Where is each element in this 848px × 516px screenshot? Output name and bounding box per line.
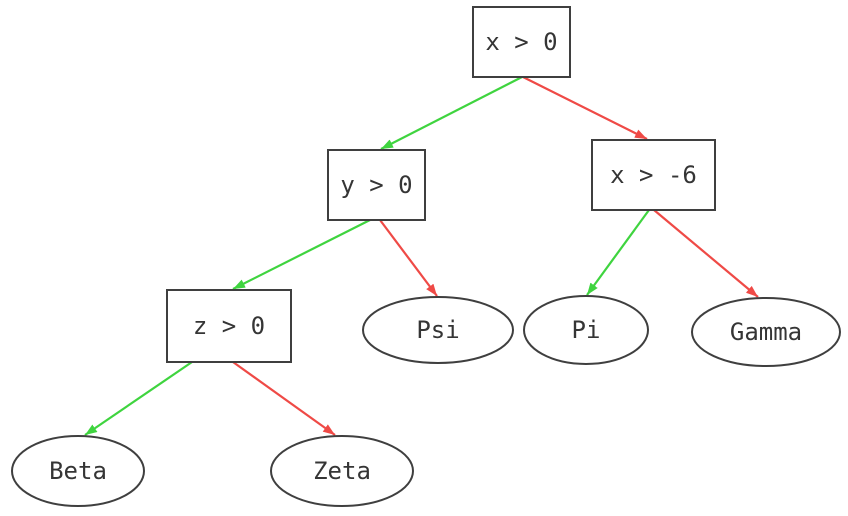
node-label: Pi bbox=[572, 316, 601, 344]
node-label: Beta bbox=[49, 457, 107, 485]
node-z_gt_0: z > 0 bbox=[166, 289, 292, 363]
edge-y_gt_0-to-psi-false bbox=[379, 219, 438, 297]
node-label: Psi bbox=[416, 316, 459, 344]
edge-y_gt_0-to-z_gt_0-true bbox=[232, 219, 371, 290]
node-label: z > 0 bbox=[193, 312, 265, 340]
leaf-ellipse bbox=[362, 296, 514, 364]
node-label: y > 0 bbox=[340, 171, 412, 199]
node-y_gt_0: y > 0 bbox=[327, 149, 426, 221]
node-beta: Beta bbox=[11, 435, 145, 507]
edge-x_gt_0-to-y_gt_0-true bbox=[380, 76, 523, 150]
node-label: Zeta bbox=[313, 457, 371, 485]
leaf-ellipse bbox=[523, 295, 649, 365]
edge-z_gt_0-to-beta-true bbox=[84, 361, 193, 436]
leaf-ellipse bbox=[11, 435, 145, 507]
node-x_gt_0: x > 0 bbox=[472, 6, 571, 78]
decision-box bbox=[472, 6, 571, 78]
node-label: Gamma bbox=[730, 318, 802, 346]
node-label: x > -6 bbox=[610, 161, 697, 189]
edge-z_gt_0-to-zeta-false bbox=[232, 361, 336, 436]
node-zeta: Zeta bbox=[270, 435, 414, 507]
edge-x_gt_neg6-to-pi-true bbox=[586, 209, 650, 296]
node-x_gt_neg6: x > -6 bbox=[591, 139, 716, 211]
leaf-ellipse bbox=[691, 297, 841, 367]
node-psi: Psi bbox=[362, 296, 514, 364]
decision-box bbox=[166, 289, 292, 363]
node-pi: Pi bbox=[523, 295, 649, 365]
node-gamma: Gamma bbox=[691, 297, 841, 367]
decision-box bbox=[591, 139, 716, 211]
edge-x_gt_neg6-to-gamma-false bbox=[653, 209, 759, 298]
node-label: x > 0 bbox=[485, 28, 557, 56]
decision-box bbox=[327, 149, 426, 221]
leaf-ellipse bbox=[270, 435, 414, 507]
edge-x_gt_0-to-x_gt_neg6-false bbox=[522, 76, 648, 140]
